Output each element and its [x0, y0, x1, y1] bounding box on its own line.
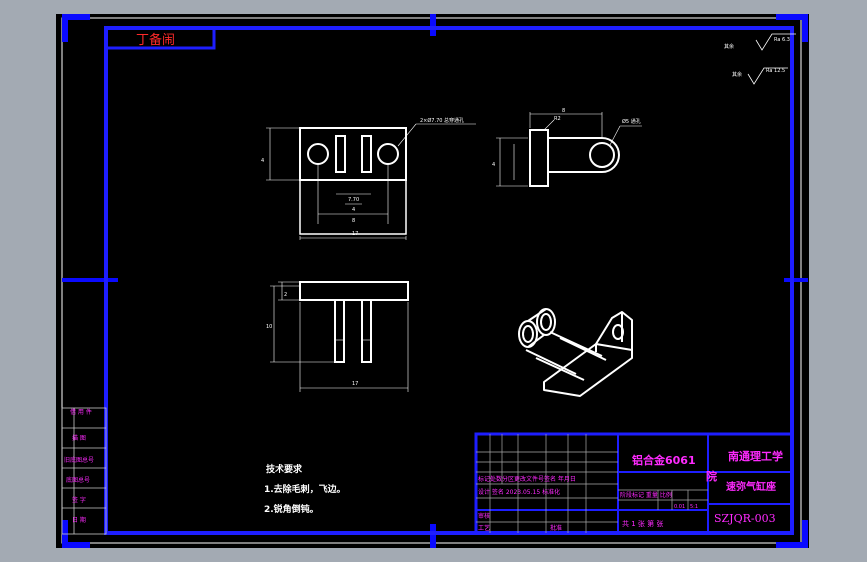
front-lower-body: [299, 179, 407, 235]
side-arm: [548, 137, 620, 173]
tech-item-2: 2.锐角倒钝。: [264, 503, 319, 515]
roughness-other: Ra 12.5: [766, 68, 785, 74]
front-dim-overall: 17: [352, 231, 358, 237]
side-row-4: 底图总号: [66, 476, 90, 484]
roughness-main: Ra 6.3: [774, 37, 790, 43]
front-slot-left: [335, 135, 346, 173]
front-dim-inner3: 8: [352, 218, 355, 224]
school: 南通理工学: [728, 449, 783, 463]
corner-label: 丁备闹: [136, 32, 175, 48]
side-dim-height: 4: [492, 162, 495, 168]
design-row: 设计 签名 2023.05.15 标准化: [478, 488, 560, 496]
inner-frame: [104, 26, 794, 535]
front-view: 4 7.70 4 8 17 2×Ø7.70 总穿通孔: [261, 117, 476, 240]
process-label: 工艺: [478, 524, 490, 532]
front-note: 2×Ø7.70 总穿通孔: [420, 117, 464, 124]
side-dim-r: R2: [554, 116, 561, 122]
part-name: 速弥气缸座: [726, 480, 776, 493]
bottom-dim-overall: 17: [352, 381, 358, 387]
revision-header: 标记处数分区更改文件号签名 年月日: [478, 475, 576, 483]
drawing-canvas: 丁备闹 其余 Ra 6.3 其余 Ra 12.5 4 7.70 4 8 17: [61, 14, 808, 548]
side-row-2: 描 图: [72, 434, 86, 442]
stage-header: 阶段标记 重量 比例: [620, 491, 672, 499]
weight: 0.01: [674, 504, 685, 510]
front-body: [299, 127, 407, 181]
sheet-count: 共 1 张 第 张: [622, 519, 663, 528]
front-dim-inner2: 4: [352, 207, 355, 213]
bottom-view: 2 10 17: [266, 281, 409, 392]
side-row-6: 日 期: [72, 516, 86, 524]
bottom-dim-height: 10: [266, 324, 272, 330]
side-plate: [529, 129, 549, 187]
side-hole: [589, 142, 615, 168]
side-row-3: 旧底图总号: [64, 456, 94, 464]
check-label: 审核: [478, 512, 490, 520]
front-slot-right: [361, 135, 372, 173]
side-row-1: 借 用 件: [70, 408, 92, 416]
side-dim-top: 8: [562, 108, 565, 114]
isometric-view: [518, 308, 633, 397]
side-view: 8 Ø5 通孔 R2 4: [492, 108, 642, 187]
side-table: 借 用 件 描 图 旧底图总号 底图总号 签 字 日 期: [61, 407, 107, 535]
material: 铝合金6061: [632, 453, 696, 467]
drawing-sheet: 丁备闹 其余 Ra 6.3 其余 Ra 12.5 4 7.70 4 8 17: [56, 14, 809, 548]
tech-heading: 技术要求: [266, 463, 303, 475]
title-block: 铝合金6061 南通理工学 院 速弥气缸座 SZJQR-003 标记处数分区更改…: [474, 432, 794, 535]
tech-item-1: 1.去除毛刺，飞边。: [264, 483, 346, 495]
roughness-symbols: [747, 33, 796, 85]
front-hole-right: [377, 143, 399, 165]
front-dim-inner1: 7.70: [348, 197, 359, 203]
bottom-leg-right: [361, 299, 372, 363]
front-hole-left: [307, 143, 329, 165]
approve-label: 批准: [550, 524, 562, 532]
bottom-leg-left: [334, 299, 345, 363]
corner-label-box: [104, 26, 216, 50]
roughness-other-label: 其余: [732, 71, 742, 78]
bottom-plate: [299, 281, 409, 301]
drawing-number: SZJQR-003: [714, 512, 776, 525]
scale: 5:1: [690, 504, 698, 510]
bottom-dim-thick: 2: [284, 292, 287, 298]
side-dim-dia: Ø5 通孔: [622, 118, 641, 125]
side-row-5: 签 字: [72, 496, 86, 504]
corner-markers: [62, 14, 808, 548]
front-dim-height: 4: [261, 158, 264, 164]
school-suffix: 院: [706, 469, 717, 483]
roughness-main-label: 其余: [724, 43, 734, 50]
